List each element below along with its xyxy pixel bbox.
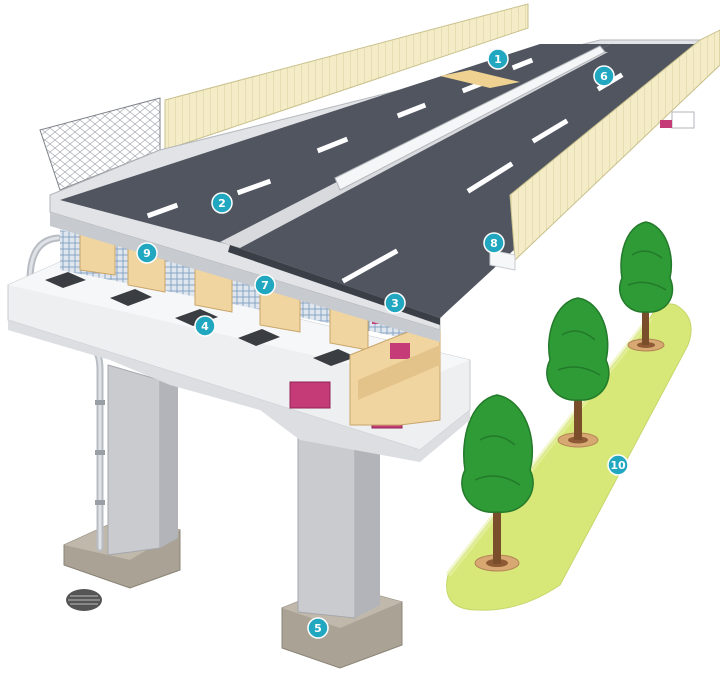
callout-circle — [254, 274, 276, 296]
callout-badge-1: 1 — [487, 48, 509, 70]
callout-label: 6 — [600, 70, 608, 83]
callout-label: 5 — [314, 622, 322, 635]
callout-label: 1 — [494, 53, 502, 66]
bearing-blocks-right — [660, 111, 695, 129]
callout-label: 7 — [261, 279, 269, 292]
right-noise-wall — [489, 29, 720, 271]
callout-badge-4: 4 — [194, 315, 216, 337]
callout-badge-9: 9 — [136, 242, 158, 264]
callout-badge-8: 8 — [483, 232, 505, 254]
callout-badge-10: 10 — [607, 454, 629, 476]
median-barrier — [334, 45, 606, 191]
callout-circle — [607, 454, 629, 476]
callout-badge-3: 3 — [384, 292, 406, 314]
callout-label: 2 — [218, 197, 226, 210]
pier-right — [281, 409, 403, 669]
callout-circle — [487, 48, 509, 70]
manhole-cover — [66, 589, 102, 611]
tree — [461, 394, 534, 572]
callout-circle — [194, 315, 216, 337]
callout-label: 8 — [490, 237, 498, 250]
callout-circle — [593, 65, 615, 87]
callout-badge-2: 2 — [211, 192, 233, 214]
callout-label: 4 — [201, 320, 209, 333]
tree — [546, 297, 610, 448]
callout-circle — [483, 232, 505, 254]
callout-label: 3 — [391, 297, 399, 310]
callout-badge-5: 5 — [307, 617, 329, 639]
callout-circle — [307, 617, 329, 639]
callout-circle — [384, 292, 406, 314]
callout-circle — [211, 192, 233, 214]
callout-layer: 1 2 3 4 5 6 7 8 9 10 — [136, 48, 629, 639]
pier-left — [63, 364, 181, 589]
tree — [619, 221, 674, 352]
callout-label: 10 — [610, 459, 626, 472]
callout-badge-6: 6 — [593, 65, 615, 87]
left-noise-wall — [164, 3, 529, 151]
callout-circle — [136, 242, 158, 264]
callout-label: 9 — [143, 247, 151, 260]
callout-badge-7: 7 — [254, 274, 276, 296]
